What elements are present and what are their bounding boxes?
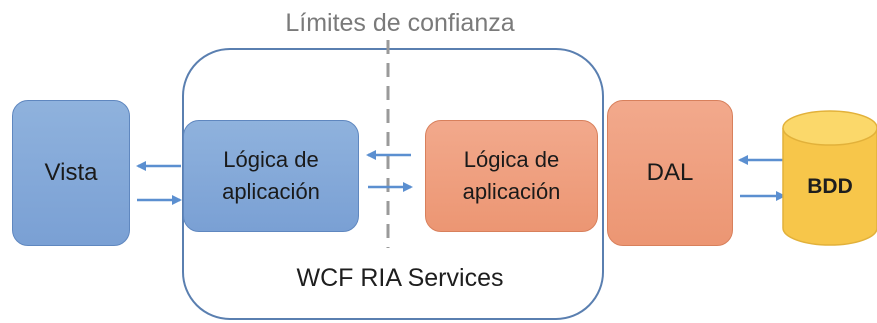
logic-right-label: Lógica de aplicación xyxy=(462,147,561,204)
bdd-database-icon xyxy=(782,110,877,246)
vista-label: Vista xyxy=(44,159,98,186)
trust-boundary-title: Límites de confianza xyxy=(285,8,515,37)
logic-left-label: Lógica de aplicación xyxy=(222,147,320,204)
bdd-label: BDD xyxy=(807,175,853,198)
vista-node: Vista xyxy=(12,100,130,246)
logic-right-node: Lógica de aplicación xyxy=(425,120,598,232)
logic-left-node: Lógica de aplicación xyxy=(183,120,359,232)
dal-node: DAL xyxy=(607,100,733,246)
container-label: WCF RIA Services xyxy=(296,263,504,292)
dal-label: DAL xyxy=(646,159,694,186)
